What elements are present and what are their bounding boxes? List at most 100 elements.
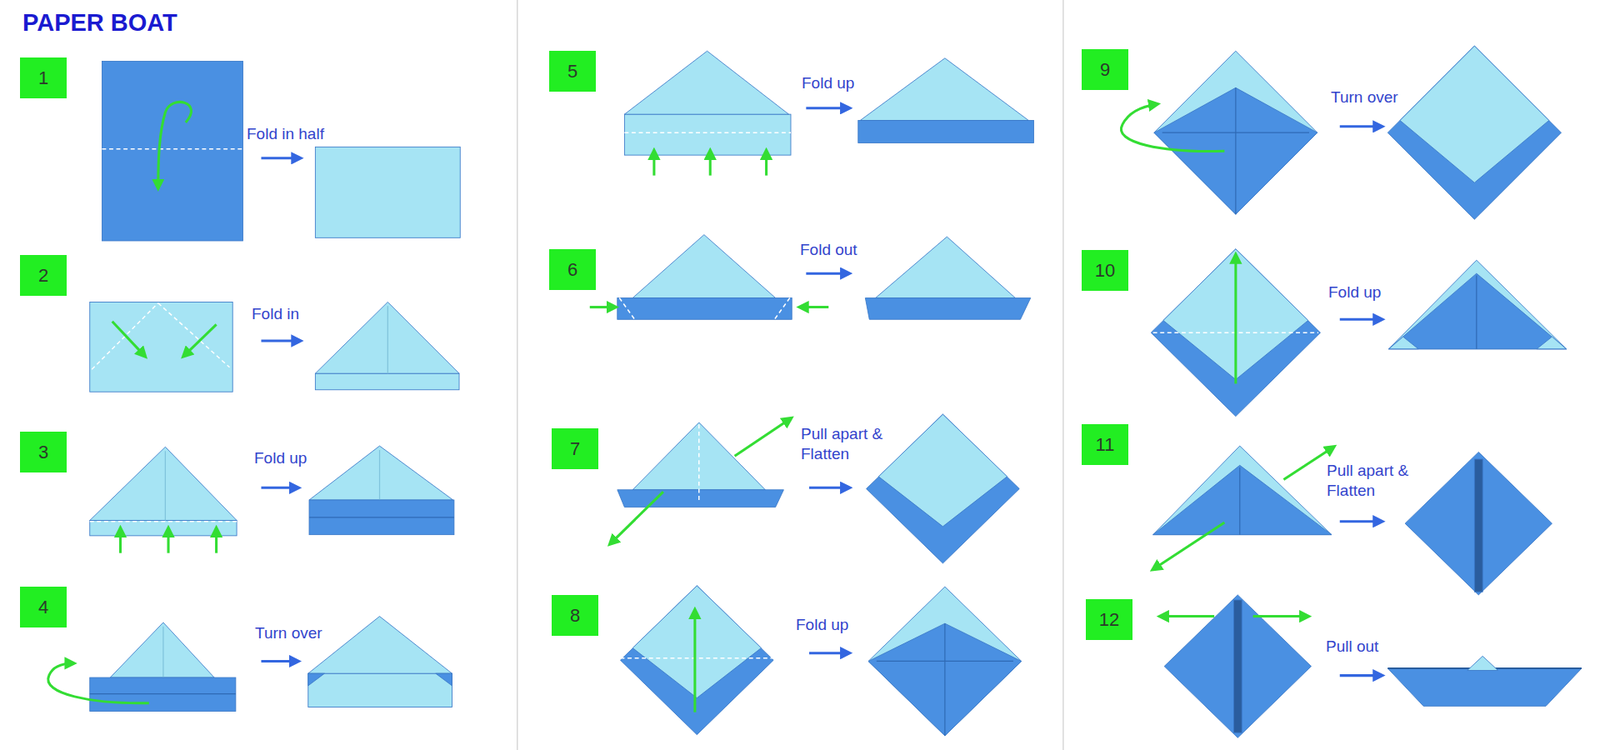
paper xyxy=(860,58,1029,121)
paper xyxy=(632,235,775,299)
step-arrow xyxy=(805,106,849,110)
step-number-text: 3 xyxy=(38,441,49,464)
step-number-text: 5 xyxy=(567,60,578,83)
action-arrow xyxy=(765,150,768,175)
step-number-text: 7 xyxy=(570,438,580,460)
crease xyxy=(1239,467,1240,535)
paper xyxy=(308,616,453,675)
fold-line xyxy=(619,298,635,320)
step-arrow xyxy=(1340,674,1382,677)
fold-line xyxy=(158,303,230,368)
crease xyxy=(1235,87,1236,215)
paper xyxy=(1153,465,1332,535)
instruction: Turn over xyxy=(255,623,323,644)
paper xyxy=(1467,655,1499,670)
paper xyxy=(315,146,460,238)
step-number: 1 xyxy=(20,57,67,99)
paper xyxy=(875,236,1016,298)
fold-line xyxy=(91,303,159,370)
title: PAPER BOAT xyxy=(22,9,178,37)
crease xyxy=(387,305,389,374)
step-number: 2 xyxy=(20,255,67,296)
action-arrow xyxy=(48,663,150,704)
paper xyxy=(1387,45,1561,220)
step-arrow xyxy=(260,486,298,490)
fold-line xyxy=(698,424,700,502)
step-number-text: 2 xyxy=(38,265,49,287)
paper xyxy=(620,585,774,735)
step-number-text: 10 xyxy=(1095,260,1115,282)
paper xyxy=(878,414,1007,527)
instruction: Fold up xyxy=(801,73,855,94)
paper xyxy=(308,673,453,707)
step-number-text: 8 xyxy=(570,605,580,627)
paper xyxy=(624,50,789,115)
fold-steps xyxy=(48,45,1582,738)
step-arrow xyxy=(805,272,849,275)
step-number-text: 9 xyxy=(1100,59,1110,81)
step-arrow xyxy=(260,339,300,342)
paper xyxy=(1150,249,1320,417)
crease xyxy=(944,623,945,736)
paper xyxy=(617,490,785,508)
paper xyxy=(1536,336,1567,350)
paper xyxy=(309,445,454,500)
action-arrow xyxy=(112,321,145,357)
instruction: Fold out xyxy=(800,240,858,260)
column-divider xyxy=(1062,0,1064,750)
crease xyxy=(90,693,236,695)
paper xyxy=(1400,45,1550,183)
paper xyxy=(90,301,233,392)
action-arrow xyxy=(1160,615,1215,618)
paper xyxy=(1405,451,1552,595)
step-number-text: 4 xyxy=(38,596,49,619)
instruction: Turn over xyxy=(1330,87,1399,108)
paper xyxy=(309,500,455,535)
action-arrow xyxy=(590,305,616,309)
paper xyxy=(1153,445,1332,535)
crease xyxy=(876,660,1014,662)
paper xyxy=(624,114,791,155)
action-arrow xyxy=(652,150,655,175)
instruction: Pull apart & Flatten xyxy=(1326,460,1420,501)
instruction: Pull out xyxy=(1325,636,1379,657)
instruction: Fold in half xyxy=(246,124,325,145)
crease xyxy=(1162,132,1310,134)
paper xyxy=(315,301,460,374)
step-arrow xyxy=(260,156,300,160)
paper xyxy=(866,414,1020,564)
action-arrow xyxy=(1153,522,1225,570)
instruction: Fold up xyxy=(1328,282,1381,303)
fold-line xyxy=(624,131,791,133)
action-arrow xyxy=(1120,104,1225,152)
step-arrow xyxy=(809,486,850,490)
action-arrow xyxy=(167,528,170,553)
crease xyxy=(379,450,380,500)
action-arrow xyxy=(610,491,664,544)
column-divider xyxy=(516,0,518,750)
crease xyxy=(165,450,166,520)
paper xyxy=(1389,336,1420,350)
instruction: Fold in xyxy=(251,304,300,325)
paper xyxy=(101,60,243,241)
action-arrow xyxy=(1253,615,1309,618)
paper xyxy=(858,120,1035,143)
action-arrow xyxy=(693,610,696,712)
step-number: 12 xyxy=(1085,599,1133,640)
action-arrow xyxy=(1234,255,1237,384)
paper xyxy=(617,298,792,320)
paper xyxy=(1389,273,1567,350)
action-arrow xyxy=(158,101,192,188)
step-arrow xyxy=(1340,125,1382,128)
instruction: Fold up xyxy=(795,615,849,635)
action-arrow xyxy=(183,324,216,356)
crease xyxy=(1475,275,1477,350)
paper xyxy=(865,298,1030,320)
action-arrow xyxy=(215,528,218,553)
crease xyxy=(309,516,455,518)
paper xyxy=(1233,600,1242,733)
crease xyxy=(162,626,164,678)
paper xyxy=(435,673,453,686)
step-arrow xyxy=(260,660,298,663)
paper xyxy=(1387,668,1582,706)
